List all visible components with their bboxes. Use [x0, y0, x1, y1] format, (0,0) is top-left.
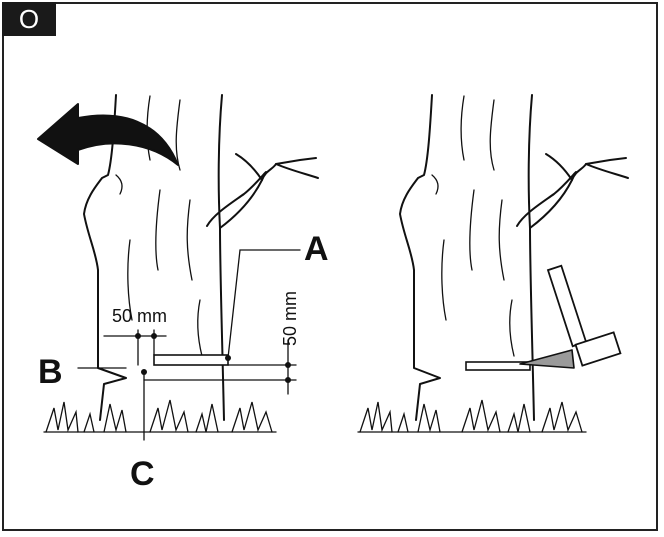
hammer-icon	[546, 264, 622, 367]
figure-frame	[2, 2, 658, 531]
section-tag: O	[2, 2, 56, 36]
fall-direction-arrow-icon	[37, 103, 179, 166]
right-back-cut	[465, 361, 531, 371]
label-c: C	[130, 455, 155, 493]
left-grass-icon	[43, 399, 277, 433]
dimension-lines	[77, 249, 301, 441]
horizontal-dimension-label: 50 mm	[112, 306, 167, 326]
right-tree-icon	[399, 94, 629, 421]
label-a: A	[304, 230, 329, 268]
label-b: B	[38, 353, 63, 391]
vertical-dimension-label: 50 mm	[280, 291, 300, 346]
back-cut	[153, 354, 229, 366]
right-grass-icon	[357, 399, 587, 433]
felling-wedge-icon	[519, 349, 575, 369]
